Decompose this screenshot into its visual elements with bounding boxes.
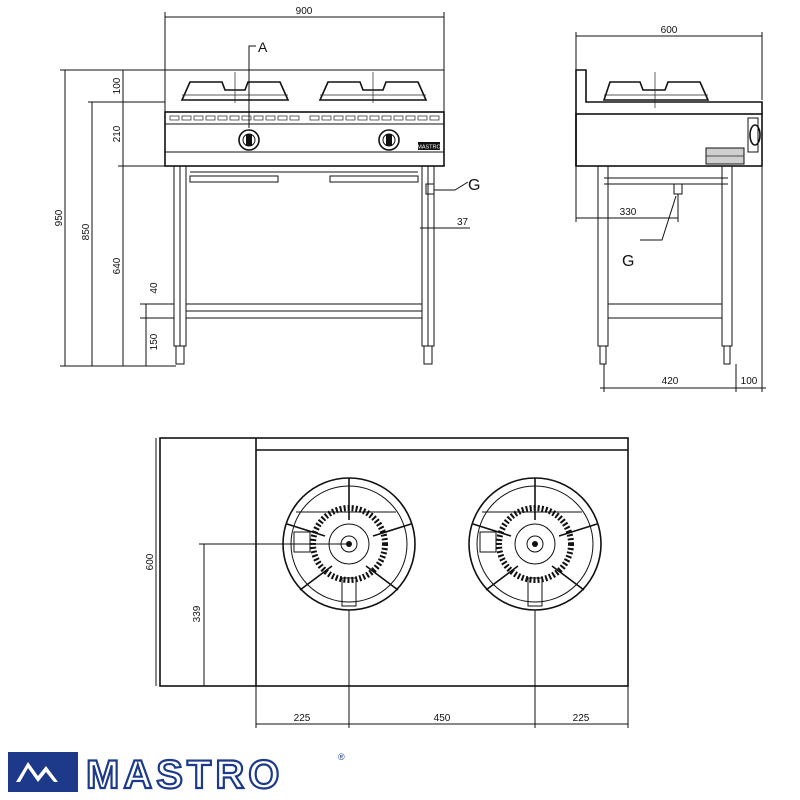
logo-m-icon [16, 762, 58, 782]
top-dim-339: 339 [192, 605, 203, 622]
front-width-dim: 900 [296, 6, 313, 17]
front-view: 900 A [54, 6, 480, 367]
side-depth-dim: 600 [661, 25, 678, 36]
top-dim-225-right: 225 [573, 713, 590, 724]
top-burner-right [468, 477, 602, 611]
front-dim-210: 210 [112, 125, 123, 142]
top-dim-450: 450 [434, 713, 451, 724]
front-dim-950: 950 [54, 209, 65, 226]
top-depth-dim: 600 [145, 553, 156, 570]
front-vents [169, 115, 440, 121]
front-dim-640: 640 [112, 257, 123, 274]
front-label-a: A [258, 39, 268, 55]
front-legs [173, 165, 435, 365]
top-dim-225-left: 225 [294, 713, 311, 724]
side-dim-420: 420 [662, 376, 679, 387]
front-dim-40: 40 [149, 282, 160, 294]
top-outline [159, 437, 629, 687]
front-dim-100: 100 [112, 77, 123, 94]
front-dim-850: 850 [81, 223, 92, 240]
side-dim-100: 100 [741, 376, 758, 387]
front-badge: MASTRO [417, 142, 441, 151]
front-knob-left [238, 129, 260, 151]
front-badge-text: MASTRO [417, 145, 441, 151]
front-vertical-dims [60, 69, 176, 367]
front-label-g: G [468, 177, 480, 194]
mastro-logo: MASTRO ® [8, 752, 345, 796]
top-view: 600 339 225 450 225 [145, 437, 629, 728]
side-label-g: G [622, 253, 634, 270]
front-wok-supports [180, 72, 428, 103]
logo-text: MASTRO [86, 753, 283, 796]
side-dim-330: 330 [620, 207, 637, 218]
front-dim-37: 37 [457, 217, 469, 228]
side-view: 600 330 G 42 [575, 25, 766, 392]
front-knob-right [378, 129, 400, 151]
logo-registered: ® [338, 752, 345, 762]
front-dim-150: 150 [149, 333, 160, 350]
